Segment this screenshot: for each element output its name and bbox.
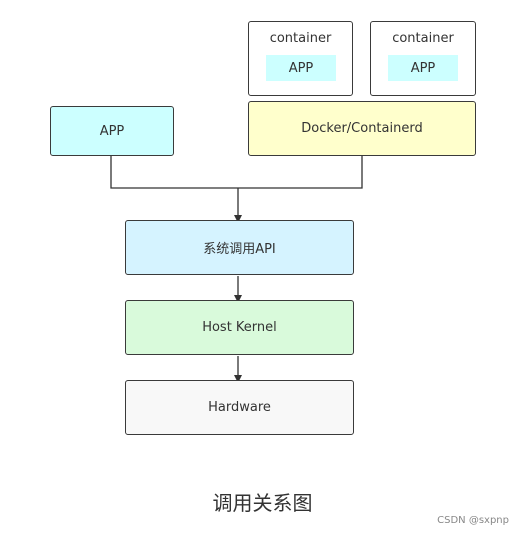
watermark: CSDN @sxpnp [437,515,509,526]
container-app-1: APP [266,55,336,81]
diagram-caption: 调用关系图 [212,491,313,515]
container-label-2: container [392,31,454,46]
app-to-syscall-line [110,156,238,189]
app-box: APP [50,106,174,156]
runtime-to-syscall-line [238,156,363,189]
container-label-1: container [269,31,332,46]
runtime-box: Docker/Containerd [248,101,476,156]
hardware-box: Hardware [125,380,354,435]
host-kernel-box: Host Kernel [125,300,354,355]
container-box-1: container APP [248,21,353,96]
syscall-api-box: 系统调用API [125,220,354,275]
container-box-2: container APP [370,21,476,96]
container-app-2: APP [388,55,458,81]
